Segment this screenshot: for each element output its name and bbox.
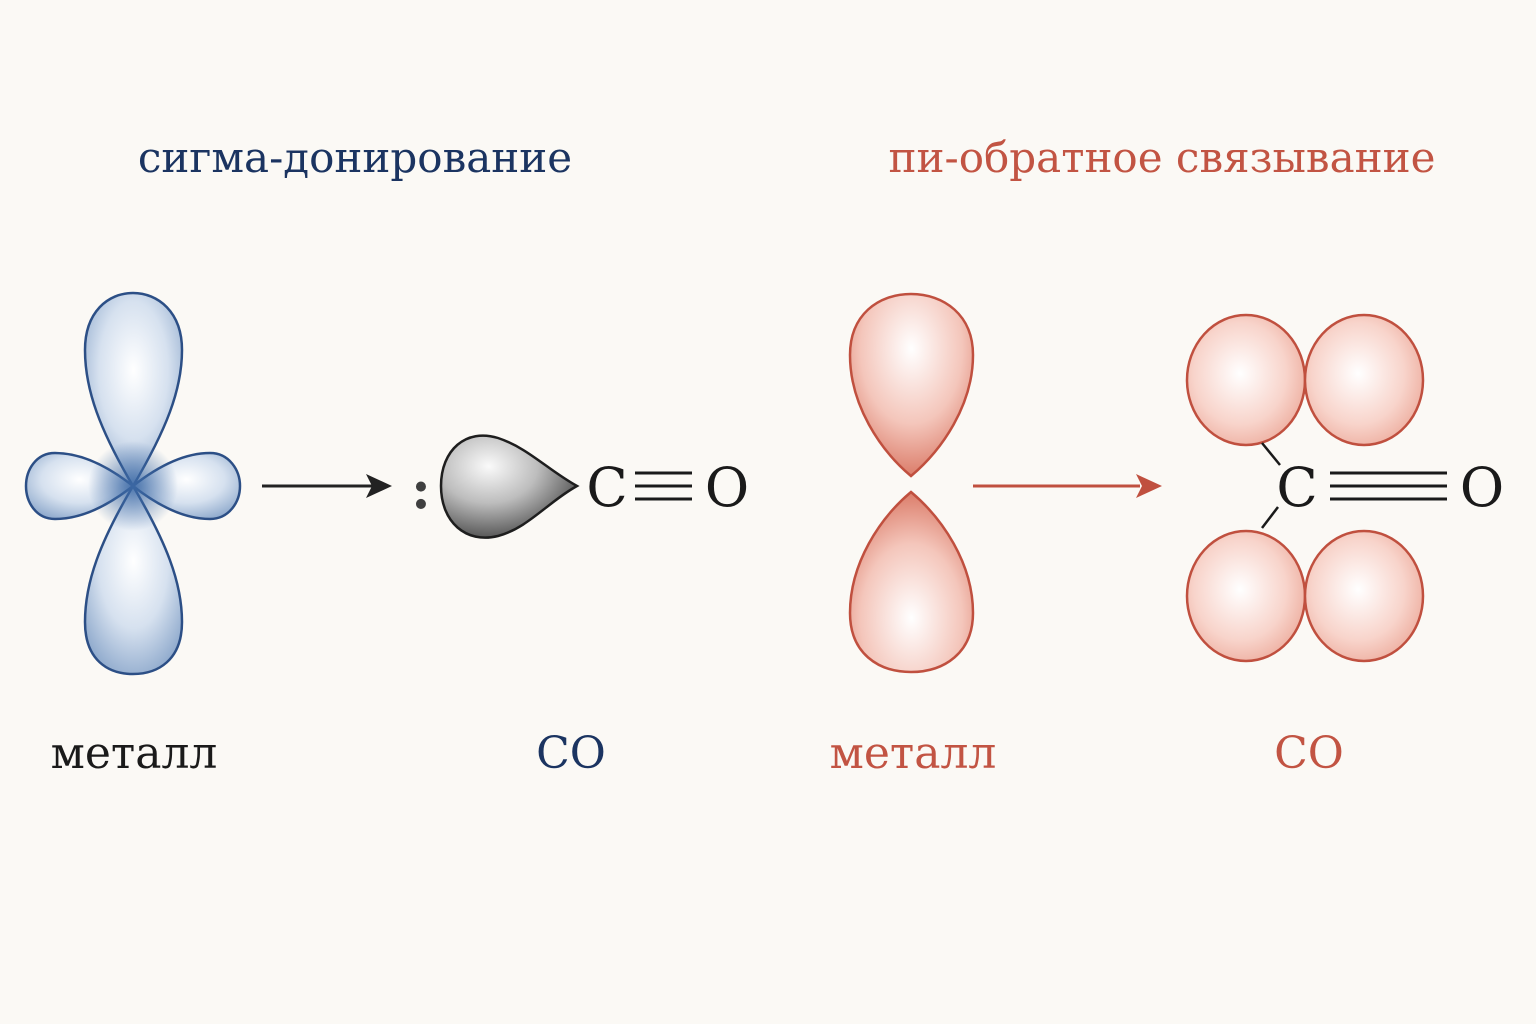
lobe-connector-lower [1261,506,1279,529]
pi-metal-label: металл [830,728,997,779]
metal-lobe-bottom [848,490,975,674]
sigma-co-label: CO [536,728,606,779]
pi-star-lobe-lower-left [1185,529,1307,663]
pi-triple-bond [1330,471,1447,501]
pi-title: пи-обратное связывание [889,133,1436,182]
sigma-metal-label: металл [51,728,218,779]
d-orbital-lobe-top [83,291,184,489]
sigma-carbon-atom: C [586,456,627,519]
metal-lobe-top [848,292,975,478]
sigma-arrow [262,474,392,498]
sigma-triple-bond [635,471,692,501]
pi-co-label: CO [1274,728,1344,779]
pi-arrow [973,474,1162,498]
d-orbital-lobe-bottom [83,483,184,676]
metal-d-orbital-red [848,292,975,674]
d-orbital-node-shading [88,441,178,531]
pi-star-lobe-upper-right [1303,313,1425,447]
pi-star-lobe-upper-left [1185,313,1307,447]
sigma-oxygen-atom: O [705,456,749,519]
pi-carbon-atom: C [1276,456,1317,519]
carbon-lone-pair-orbital [439,434,580,539]
co-pi-star-orbital [1185,313,1425,663]
sigma-title: сигма-донирование [138,133,572,182]
pi-oxygen-atom: O [1460,456,1504,519]
pi-star-lobe-lower-right [1303,529,1425,663]
lobe-connector-upper [1261,442,1281,466]
lone-pair-dots: : [411,457,431,521]
